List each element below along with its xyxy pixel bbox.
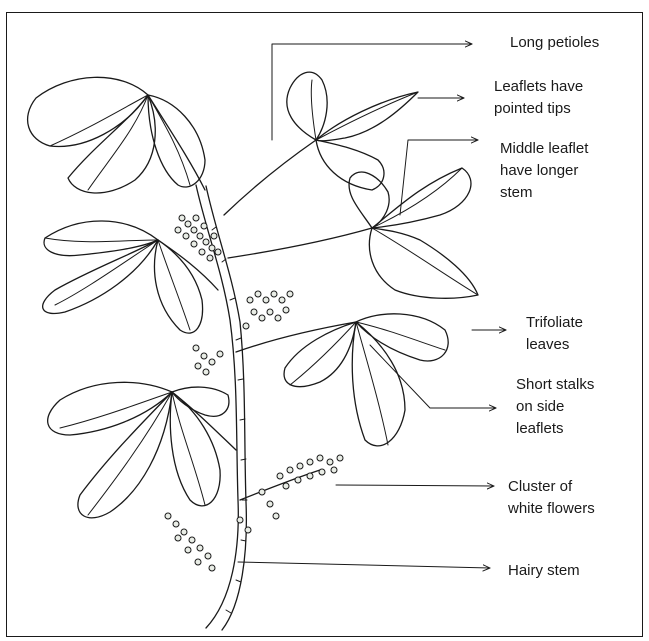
leaf-middle-right (349, 168, 478, 298)
pointer-lines (238, 44, 506, 568)
label-trifoliate: Trifoliate leaves (526, 312, 583, 356)
pointer-short-stalks (370, 345, 496, 408)
leaf-trifoliate-right (284, 314, 448, 446)
label-middle-leaflet: Middle leaflet have longer stem (500, 138, 588, 204)
leaf-lower-left (48, 382, 229, 518)
label-short-stalks: Short stalks on side leaflets (516, 374, 594, 440)
pointer-cluster (336, 485, 494, 486)
label-long-petioles: Long petioles (510, 32, 599, 54)
label-cluster: Cluster of white flowers (508, 476, 595, 520)
pointer-middle-leaflet (400, 140, 478, 215)
leaf-upper-left (28, 77, 205, 193)
leaf-top-center (287, 72, 418, 190)
label-hairy-stem: Hairy stem (508, 560, 580, 582)
petioles (148, 95, 372, 500)
pointer-hairy-stem (238, 562, 490, 568)
label-pointed-tips: Leaflets have pointed tips (494, 76, 583, 120)
pointer-long-petioles (272, 44, 472, 140)
flower-cluster-lower (165, 455, 343, 571)
leaf-middle-left (43, 221, 203, 333)
